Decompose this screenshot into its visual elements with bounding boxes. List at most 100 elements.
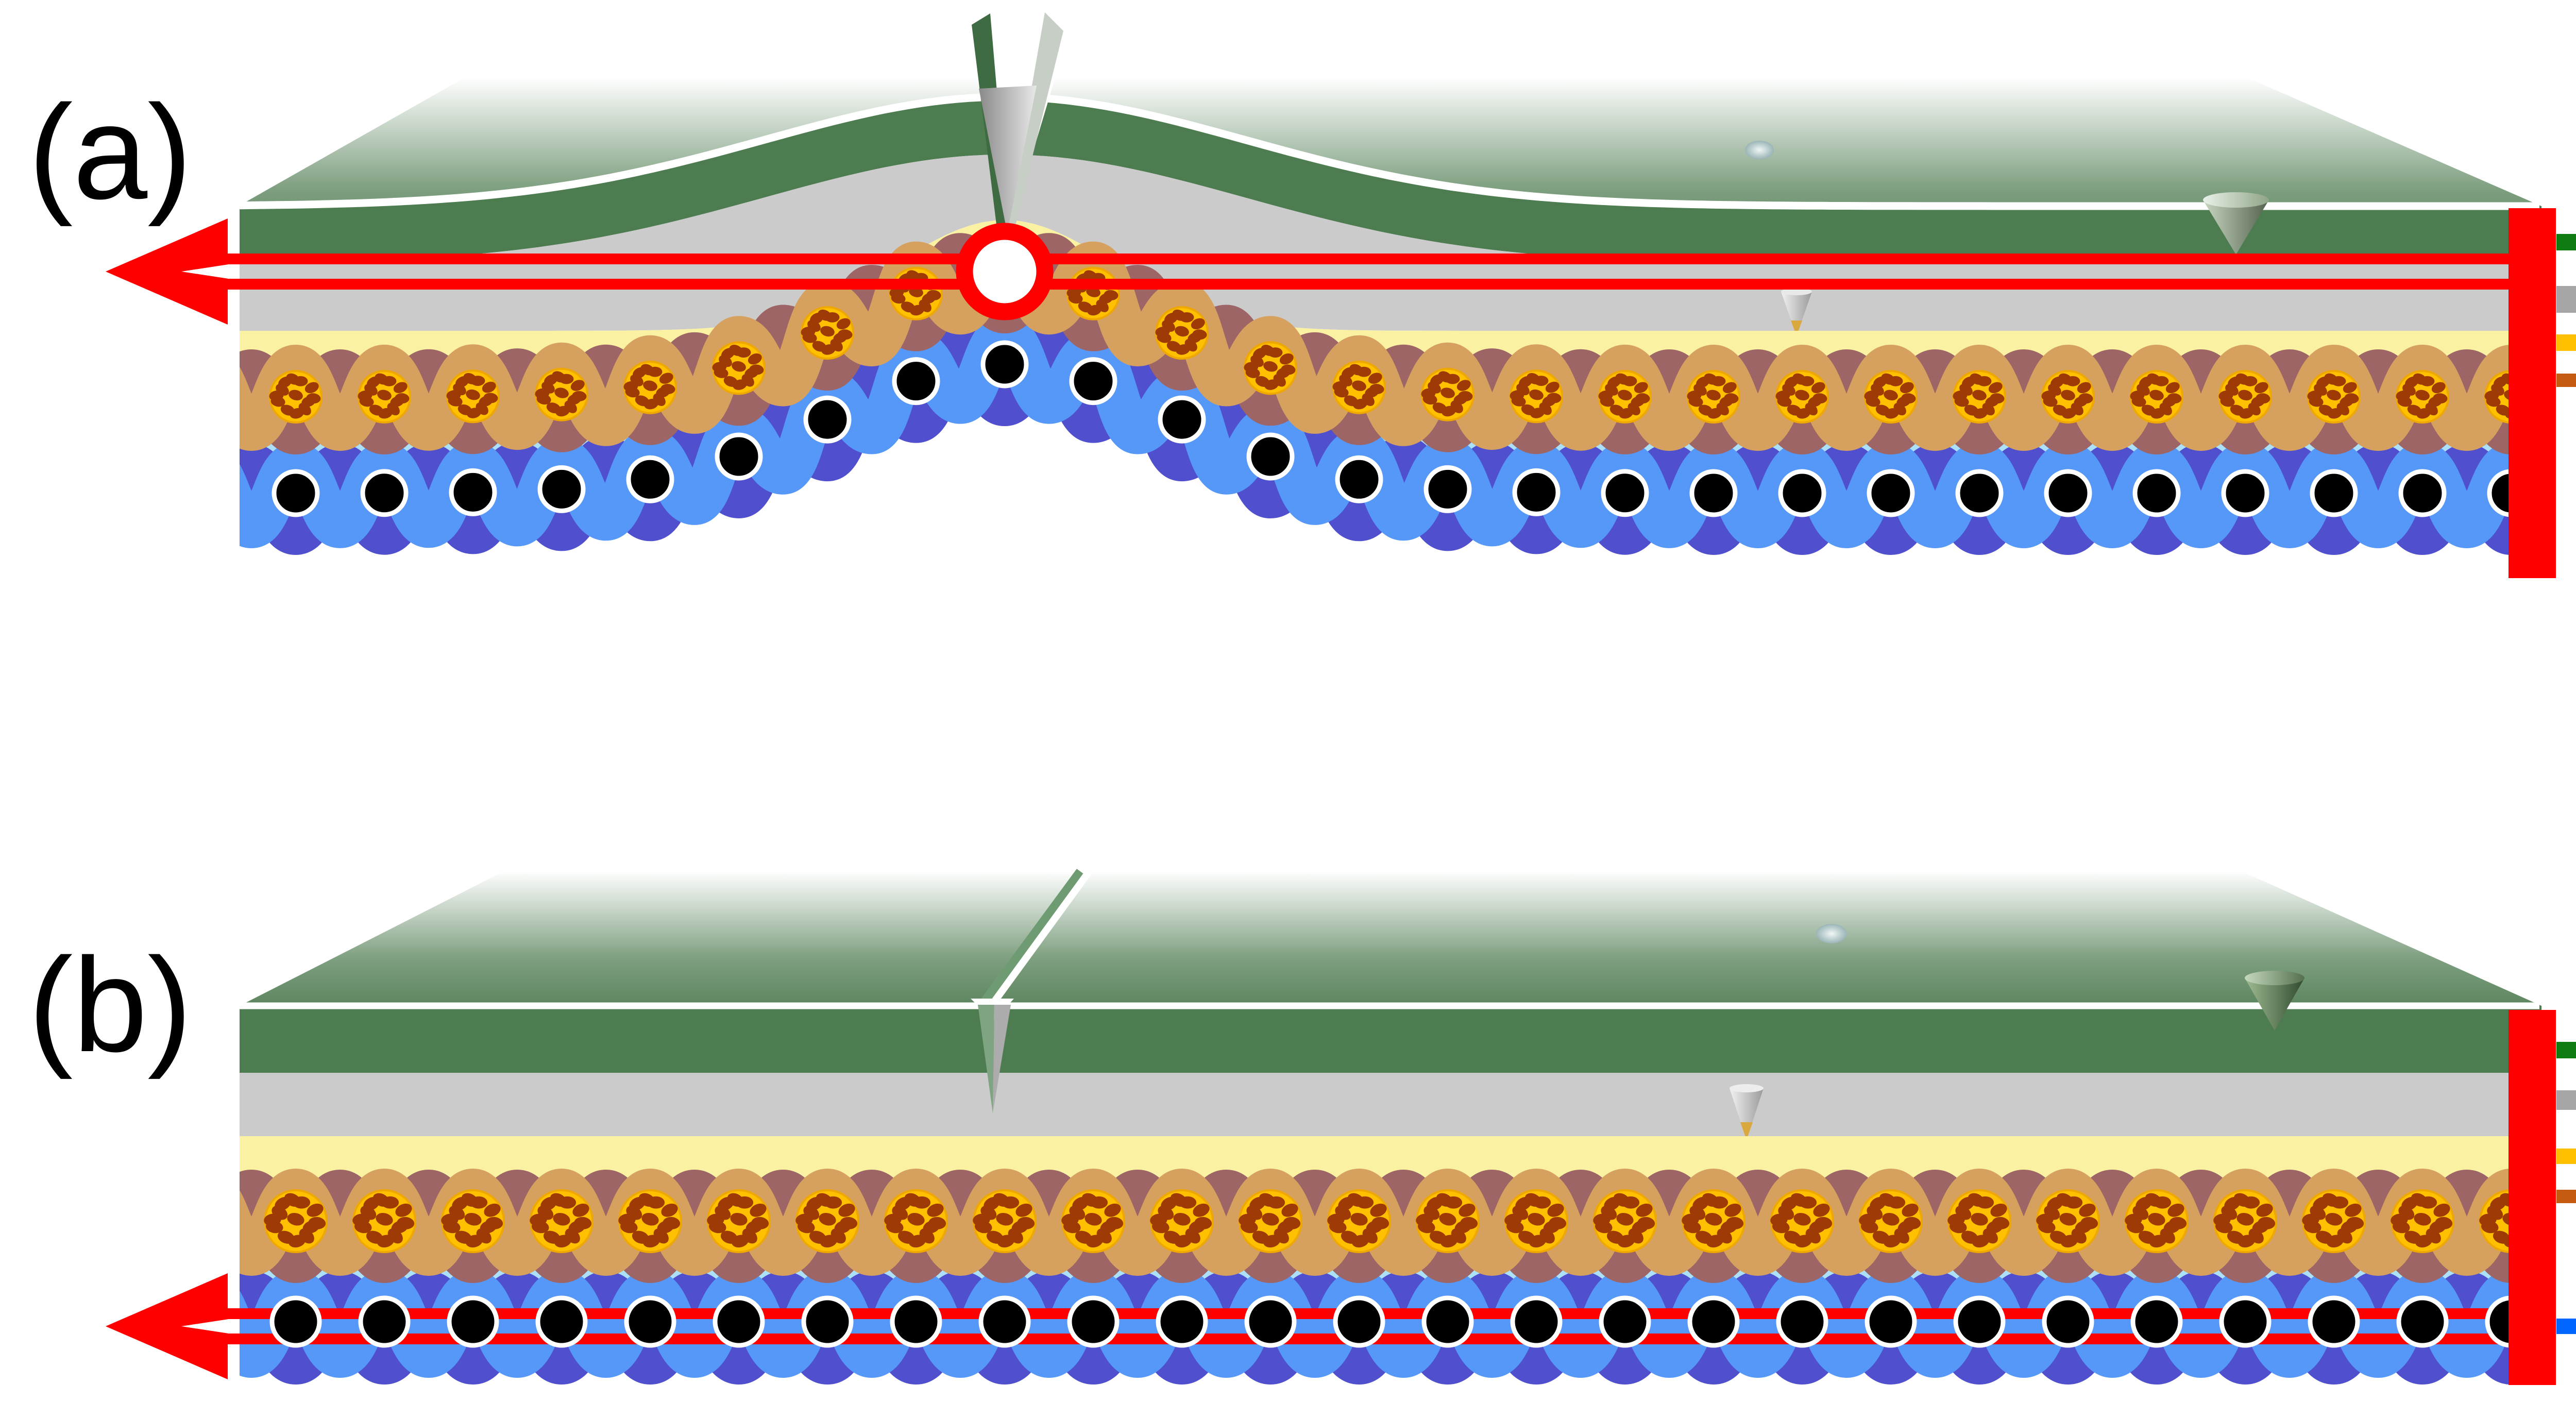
fiber-bundle	[1953, 370, 2006, 424]
panel-a-tag: (a)	[28, 78, 192, 228]
gel-cone-pit	[1730, 1084, 1764, 1140]
crack-wall-right	[1007, 12, 1063, 232]
orange-weave	[175, 1168, 2509, 1284]
fiber-bundle	[1150, 1189, 1214, 1253]
fiber-dot	[269, 1295, 322, 1348]
fiber-dot	[1865, 1295, 1917, 1348]
fiber-dot	[2132, 469, 2181, 517]
fiber-bundle	[180, 371, 233, 423]
fiber-bundle	[973, 1189, 1037, 1253]
layer-arrow-p	[2556, 234, 2576, 250]
fiber-bundle	[264, 1189, 328, 1253]
fiber-dot	[1689, 469, 1738, 517]
fiber-dot	[1333, 1295, 1385, 1348]
fiber-bundle	[175, 1190, 238, 1252]
fiber-bundle	[1947, 1189, 2011, 1253]
fiber-dot	[2221, 469, 2269, 517]
fiber-dot	[1601, 469, 1649, 517]
fiber-bundle	[1859, 1189, 1923, 1253]
fiber-dot	[1067, 1295, 1120, 1348]
fiber-bundle	[358, 369, 411, 424]
orange-weave	[180, 223, 2509, 455]
fiber-bundle	[2484, 370, 2509, 424]
fiber-bundle	[530, 1189, 594, 1253]
paint-top-surface	[240, 58, 2541, 206]
panel-a	[106, 9, 2556, 578]
fiber-bundle	[1244, 341, 1297, 395]
fiber-dot	[2130, 1295, 2183, 1348]
fiber-dot	[1156, 1295, 1208, 1348]
fiber-dot	[1953, 1295, 2006, 1348]
layer-arrow-g	[2556, 1090, 2576, 1110]
fiber-dot	[803, 395, 852, 444]
fiber-bundle	[1775, 369, 1829, 424]
fiber-bundle	[1504, 1189, 1568, 1253]
fiber-dot	[1687, 1295, 1740, 1348]
fiber-bundle	[1770, 1189, 1834, 1253]
fiber-bundle	[535, 367, 588, 421]
fiber-bundle	[269, 369, 323, 424]
fiber-bundle	[1066, 266, 1120, 320]
fiber-bundle	[1687, 369, 1740, 424]
fiber-bundle	[1416, 1189, 1480, 1253]
fiber-bundle	[1327, 1189, 1391, 1253]
fiber-dot	[1246, 432, 1295, 481]
layer-arrow-c	[2556, 374, 2576, 387]
focus-ring	[956, 223, 1054, 320]
fiber-dot	[1244, 1295, 1297, 1348]
fiber-bundle	[712, 341, 766, 395]
fiber-bundle	[1239, 1189, 1302, 1253]
fiber-dot	[1778, 469, 1826, 517]
fiber-dot	[358, 1295, 411, 1348]
fiber-bundle	[2479, 1189, 2509, 1253]
fiber-bundle	[623, 360, 677, 414]
fiber-bundle	[1421, 367, 1475, 421]
crack	[964, 9, 1076, 234]
fiber-bundle	[2396, 370, 2449, 424]
fiber-bundle	[2036, 1189, 2100, 1253]
fiber-bundle	[884, 1189, 948, 1253]
fiber-bundle	[441, 1189, 505, 1253]
beam-arrow	[106, 1273, 2509, 1379]
fiber-dot	[978, 1295, 1031, 1348]
fiber-bundle	[1332, 360, 1386, 414]
fiber-dot	[1512, 468, 1561, 516]
fiber-dot	[1776, 1295, 1828, 1348]
fiber-bundle	[1061, 1189, 1125, 1253]
fiber-dot	[1510, 1295, 1563, 1348]
fiber-dot	[2485, 1295, 2509, 1348]
fiber-dot	[801, 1295, 854, 1348]
paint-layer-face	[240, 97, 2541, 264]
fiber-dot	[2487, 469, 2509, 517]
fiber-dot	[1955, 469, 2004, 517]
fiber-bundle	[446, 369, 500, 424]
fiber-bundle	[2391, 1189, 2454, 1253]
fiber-dot	[713, 1295, 765, 1348]
panel-b-layer-arrows	[2556, 1042, 2576, 1334]
panel-a-layer-arrows	[2556, 234, 2576, 387]
fiber-dot	[185, 471, 229, 515]
fiber-bundle	[889, 266, 943, 320]
fiber-dot	[1599, 1295, 1651, 1348]
fiber-bundle	[795, 1189, 859, 1253]
fiber-dot	[892, 357, 940, 406]
fiber-bundle	[1682, 1189, 1745, 1253]
layer-arrow-s	[2556, 1149, 2576, 1164]
beam-arrow	[106, 218, 2509, 325]
surface-dimple	[1745, 141, 1774, 159]
fiber-bundle	[1864, 370, 1918, 424]
surface-defects	[1745, 141, 1774, 159]
diagram-art	[106, 9, 2576, 1385]
laminate-arrow-L	[2556, 1319, 2576, 1334]
fiber-dot	[2396, 1295, 2449, 1348]
gel-cone-pit	[1781, 288, 1812, 336]
gelcoat-layer-face	[240, 1073, 2541, 1136]
surface-highlight-line	[239, 93, 2539, 210]
fiber-dot	[449, 468, 497, 516]
fiber-bundle	[2041, 370, 2095, 424]
fiber-bundle	[352, 1189, 416, 1253]
blue-weave	[185, 313, 2509, 555]
fiber-dot	[1421, 1295, 1474, 1348]
